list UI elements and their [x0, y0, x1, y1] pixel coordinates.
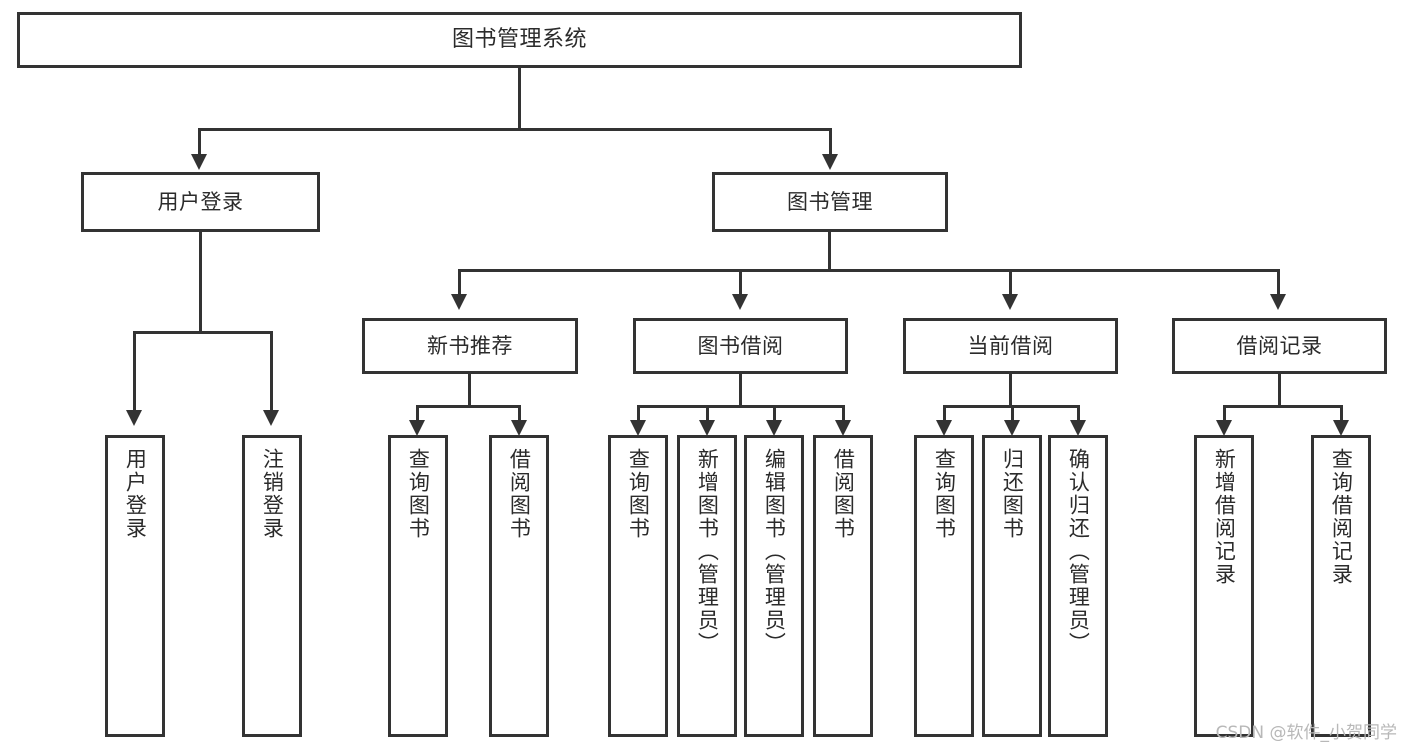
node-label: 编辑图书（管理员）	[762, 448, 787, 655]
arrowhead-bm-to-new-book	[451, 294, 467, 310]
arrowhead-bm-to-borrow-record	[1270, 294, 1286, 310]
arrowhead-new-book-to-leaf-0	[409, 420, 425, 436]
connector-bb-to-leaf-1	[706, 405, 709, 423]
connector-bm-to-current-borrow	[1009, 269, 1012, 295]
node-label: 借阅图书	[507, 448, 532, 540]
connector-book-management-bar	[458, 269, 1280, 272]
leaf-borrow-record-query-record[interactable]: 查询借阅记录	[1311, 435, 1371, 737]
node-current-borrow[interactable]: 当前借阅	[903, 318, 1118, 374]
connector-bm-to-book-borrow	[739, 269, 742, 295]
connector-bb-to-leaf-3	[842, 405, 845, 423]
arrowhead-cb-to-leaf-2	[1070, 420, 1086, 436]
leaf-book-borrow-add-book[interactable]: 新增图书（管理员）	[677, 435, 737, 737]
leaf-user-login-logout[interactable]: 注销登录	[242, 435, 302, 737]
leaf-current-borrow-confirm-return[interactable]: 确认归还（管理员）	[1048, 435, 1108, 737]
node-label: 新书推荐	[427, 333, 513, 358]
arrowhead-user-login-to-leaf-1	[263, 410, 279, 426]
arrowhead-bb-to-leaf-0	[630, 420, 646, 436]
arrowhead-bb-to-leaf-3	[835, 420, 851, 436]
node-label: 图书管理系统	[451, 27, 587, 53]
connector-bb-to-leaf-0	[637, 405, 640, 423]
node-root-book-management-system[interactable]: 图书管理系统	[17, 12, 1022, 68]
connector-bm-to-borrow-record	[1277, 269, 1280, 295]
connector-br-to-leaf-0	[1223, 405, 1226, 423]
connector-book-borrow-bar	[637, 405, 845, 408]
leaf-user-login-login[interactable]: 用户登录	[105, 435, 165, 737]
arrowhead-cb-to-leaf-1	[1004, 420, 1020, 436]
node-label: 查询借阅记录	[1329, 448, 1354, 586]
node-label: 注销登录	[260, 448, 285, 540]
node-book-management[interactable]: 图书管理	[712, 172, 948, 232]
node-label: 当前借阅	[967, 333, 1054, 358]
connector-user-login-bar	[133, 331, 272, 334]
connector-root-stem	[518, 68, 521, 130]
leaf-current-borrow-query-book[interactable]: 查询图书	[914, 435, 974, 737]
connector-root-bar	[198, 128, 832, 131]
connector-borrow-record-bar	[1223, 405, 1343, 408]
connector-cb-to-leaf-1	[1011, 405, 1014, 423]
connector-borrow-record-stem	[1278, 374, 1281, 408]
arrowhead-new-book-to-leaf-1	[511, 420, 527, 436]
node-label: 用户登录	[123, 448, 148, 540]
connector-cb-to-leaf-2	[1077, 405, 1080, 423]
connector-user-login-stem	[199, 232, 202, 334]
leaf-book-borrow-borrow-book[interactable]: 借阅图书	[813, 435, 873, 737]
arrowhead-root-to-book-management	[822, 154, 838, 170]
node-label: 新增图书（管理员）	[695, 448, 720, 655]
connector-cb-to-leaf-0	[943, 405, 946, 423]
arrowhead-root-to-user-login	[191, 154, 207, 170]
arrowhead-br-to-leaf-0	[1216, 420, 1232, 436]
connector-new-book-bar	[416, 405, 521, 408]
arrowhead-user-login-to-leaf-0	[126, 410, 142, 426]
connector-bb-to-leaf-2	[773, 405, 776, 423]
arrowhead-bb-to-leaf-2	[766, 420, 782, 436]
node-label: 查询图书	[626, 448, 651, 540]
connector-book-borrow-stem	[739, 374, 742, 408]
node-label: 查询图书	[932, 448, 957, 540]
connector-new-book-to-leaf-0	[416, 405, 419, 423]
node-label: 图书管理	[787, 189, 873, 214]
node-book-borrow[interactable]: 图书借阅	[633, 318, 848, 374]
leaf-book-borrow-query-book[interactable]: 查询图书	[608, 435, 668, 737]
node-label: 归还图书	[1000, 448, 1025, 540]
node-label: 查询图书	[406, 448, 431, 540]
connector-new-book-to-leaf-1	[518, 405, 521, 423]
connector-user-login-to-leaf-0	[133, 331, 136, 411]
connector-root-to-user-login	[198, 128, 201, 155]
leaf-borrow-record-add-record[interactable]: 新增借阅记录	[1194, 435, 1254, 737]
node-label: 新增借阅记录	[1212, 448, 1237, 586]
connector-root-to-book-management	[829, 128, 832, 155]
node-label: 确认归还（管理员）	[1066, 448, 1091, 655]
connector-user-login-to-leaf-1	[270, 331, 273, 411]
connector-current-borrow-stem	[1009, 374, 1012, 408]
leaf-new-book-borrow-book[interactable]: 借阅图书	[489, 435, 549, 737]
node-new-book-recommend[interactable]: 新书推荐	[362, 318, 578, 374]
arrowhead-cb-to-leaf-0	[936, 420, 952, 436]
node-borrow-record[interactable]: 借阅记录	[1172, 318, 1387, 374]
arrowhead-bm-to-current-borrow	[1002, 294, 1018, 310]
node-label: 借阅记录	[1236, 333, 1323, 358]
connector-book-management-stem	[828, 232, 831, 272]
connector-br-to-leaf-1	[1340, 405, 1343, 423]
node-user-login[interactable]: 用户登录	[81, 172, 320, 232]
leaf-book-borrow-edit-book[interactable]: 编辑图书（管理员）	[744, 435, 804, 737]
arrowhead-br-to-leaf-1	[1333, 420, 1349, 436]
node-label: 用户登录	[157, 189, 244, 214]
arrowhead-bm-to-book-borrow	[732, 294, 748, 310]
arrowhead-bb-to-leaf-1	[699, 420, 715, 436]
leaf-new-book-query-book[interactable]: 查询图书	[388, 435, 448, 737]
leaf-current-borrow-return-book[interactable]: 归还图书	[982, 435, 1042, 737]
node-label: 借阅图书	[831, 448, 856, 540]
node-label: 图书借阅	[697, 333, 784, 358]
connector-new-book-stem	[468, 374, 471, 408]
connector-bm-to-new-book	[458, 269, 461, 295]
